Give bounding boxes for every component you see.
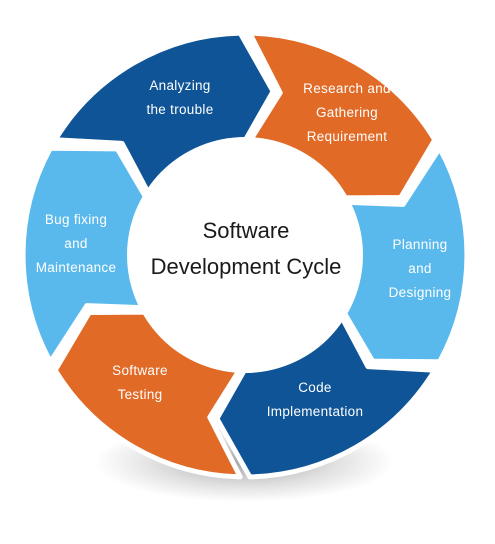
label-research-line1: Research and: [303, 81, 391, 96]
label-analyzing-line2: the trouble: [146, 102, 213, 117]
label-testing-line1: Software: [112, 363, 168, 378]
label-analyzing-line1: Analyzing: [149, 78, 210, 93]
label-code-line1: Code: [298, 380, 331, 395]
center-circle: [127, 137, 363, 373]
label-research-line2: Gathering: [316, 105, 378, 120]
label-testing-line2: Testing: [118, 387, 163, 402]
center-title-line2: Development Cycle: [151, 254, 342, 279]
label-planning-line1: Planning: [393, 237, 448, 252]
label-planning-line3: Designing: [389, 285, 452, 300]
label-planning-line2: and: [408, 261, 431, 276]
label-code-line2: Implementation: [267, 404, 364, 419]
label-bugfix-line1: Bug fixing: [45, 212, 107, 227]
label-research-line3: Requirement: [307, 129, 388, 144]
label-bugfix-line3: Maintenance: [36, 260, 117, 275]
center-title-line1: Software: [203, 218, 290, 243]
label-bugfix-line2: and: [64, 236, 87, 251]
